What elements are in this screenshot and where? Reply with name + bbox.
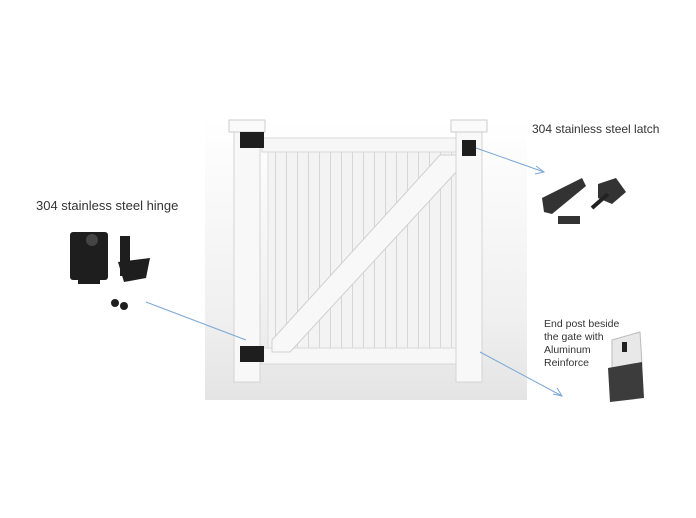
lower-hinge-icon [240,346,264,362]
latch-arrow [475,147,545,173]
hinge-label: 304 stainless steel hinge [36,198,179,213]
end-post-icon [608,331,644,402]
end-post-line: Reinforce [544,357,589,369]
hinge-hardware-icon [70,232,150,310]
hinge-arrow [145,301,247,341]
end-post-line: the gate with [544,331,604,343]
top-rail [261,137,461,153]
end-post-line: Aluminum [544,344,591,356]
right-post-cap [450,119,488,133]
latch-hardware-icon [542,178,626,224]
end-post-line: End post beside [544,318,620,330]
left-post-cap [228,119,266,133]
right-post [455,129,483,383]
latch-icon [462,140,476,156]
end-post-arrow [479,351,563,397]
end-post-label: End post beside the gate with Aluminum R… [544,318,624,370]
latch-label: 304 stainless steel latch [532,122,660,136]
left-post [233,129,261,383]
upper-hinge-icon [240,132,264,148]
